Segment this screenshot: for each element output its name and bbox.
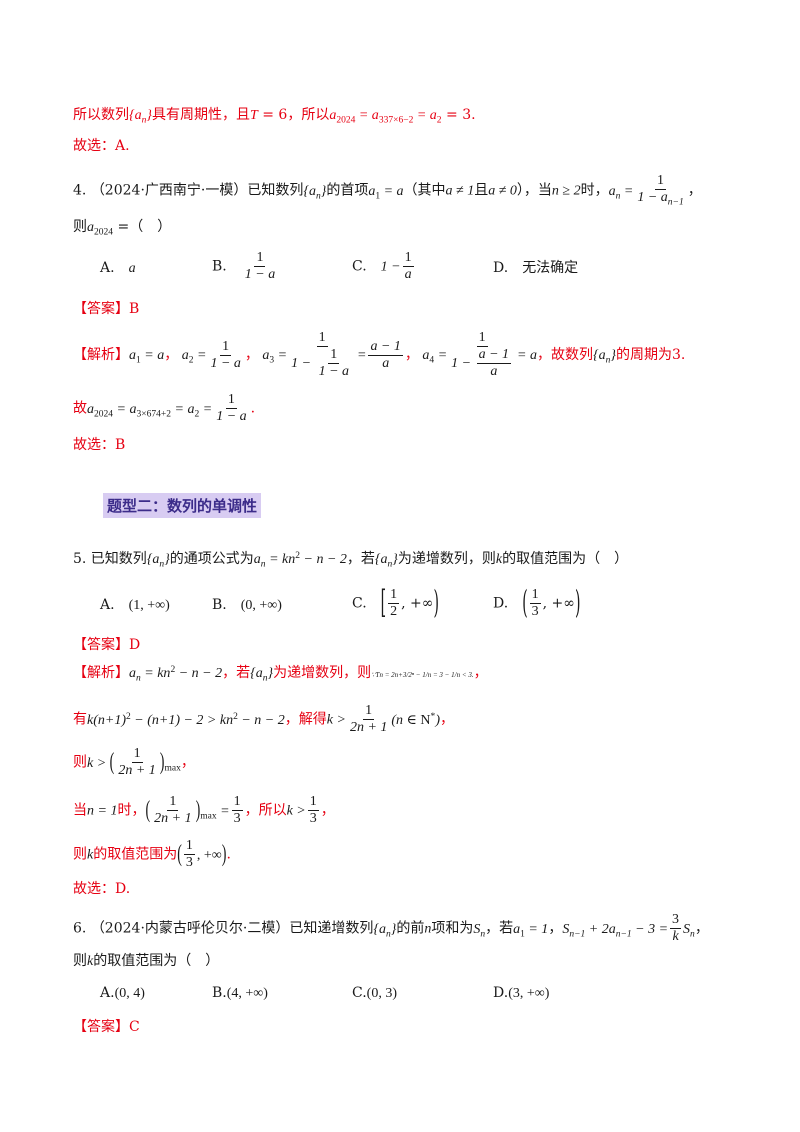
section-heading: 题型二：数列的单调性	[103, 493, 262, 518]
q5-analysis-1: 【解析】an = kn2 − n − 2，若{an}为递增数列，则∵Tn = 2…	[73, 664, 488, 684]
q6-option-b[interactable]: B.(4, +∞)	[212, 985, 268, 1001]
q4-answer: 【答案】B	[73, 301, 140, 317]
q5-stray-note: ∵Tn = 2n+3/2ⁿ − 1/n = 3 − 1/n < 3.	[371, 671, 474, 679]
q5-analysis-2: 有k(n+1)2 − (n+1) − 2 > kn2 − n − 2，解得k >…	[73, 703, 454, 736]
q6-ask: 则k的取值范围为（ ）	[73, 953, 220, 969]
q5-option-b[interactable]: B. (0, +∞)	[212, 597, 282, 613]
q6-answer: 【答案】C	[73, 1019, 140, 1035]
q6-stem: 6. （2024·内蒙古呼伦贝尔·二模）已知递增数列{an}的前n项和为Sn，若…	[73, 912, 709, 945]
q4-conclusion: 故选：B	[73, 437, 126, 453]
q4-stem: 4. （2024·广西南宁·一模）已知数列{an}的首项a1 = a（其中a ≠…	[73, 173, 702, 208]
q5-conclusion: 故选：D.	[73, 881, 131, 897]
q5-answer: 【答案】D	[73, 637, 141, 653]
q4-ask: 则a2024 =（ ）	[73, 219, 172, 238]
q3-conclusion: 故选：A.	[73, 138, 130, 154]
q6-option-c[interactable]: C.(0, 3)	[352, 985, 397, 1001]
q6-option-d[interactable]: D.(3, +∞)	[493, 985, 550, 1001]
q4-option-a[interactable]: A. a	[100, 260, 136, 276]
q3-period-line: 所以数列{an}具有周期性，且T = 6，所以a2024 = a337×6−2 …	[73, 107, 476, 126]
q5-stem: 5. 已知数列{an}的通项公式为an = kn2 − n − 2，若{an}为…	[73, 550, 629, 570]
q5-option-a[interactable]: A. (1, +∞)	[100, 597, 170, 613]
q4-option-d[interactable]: D. 无法确定	[493, 260, 579, 276]
q6-option-a[interactable]: A.(0, 4)	[100, 985, 145, 1001]
